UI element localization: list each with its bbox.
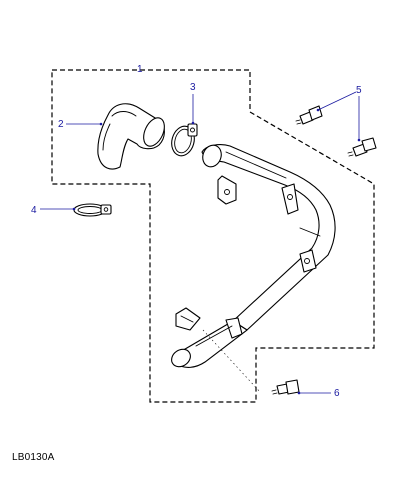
- callout-2[interactable]: 2: [58, 119, 103, 130]
- callout-3-label: 3: [190, 82, 196, 93]
- elbow-hose[interactable]: [97, 103, 169, 170]
- callout-2-label: 2: [58, 119, 64, 130]
- callout-1[interactable]: 1: [137, 64, 143, 75]
- callout-4[interactable]: 4: [31, 205, 76, 216]
- coolant-pipe[interactable]: [168, 143, 336, 393]
- callout-1-label: 1: [137, 64, 143, 75]
- callout-5-label: 5: [356, 85, 362, 96]
- callout-3[interactable]: 3: [190, 82, 196, 125]
- callout-6-label: 6: [334, 388, 340, 399]
- bolt-upper[interactable]: [295, 105, 323, 125]
- diagram-reference-code: LB0130A: [12, 452, 55, 463]
- bolt-lower[interactable]: [347, 137, 377, 157]
- hose-clip-lower[interactable]: [73, 203, 112, 217]
- callout-5[interactable]: 5: [316, 85, 362, 142]
- callout-6[interactable]: 6: [297, 388, 340, 399]
- assembly-boundary: [51, 69, 375, 403]
- hose-clip-upper[interactable]: [168, 123, 198, 159]
- bolt-bottom[interactable]: [271, 379, 300, 395]
- callout-4-label: 4: [31, 205, 37, 216]
